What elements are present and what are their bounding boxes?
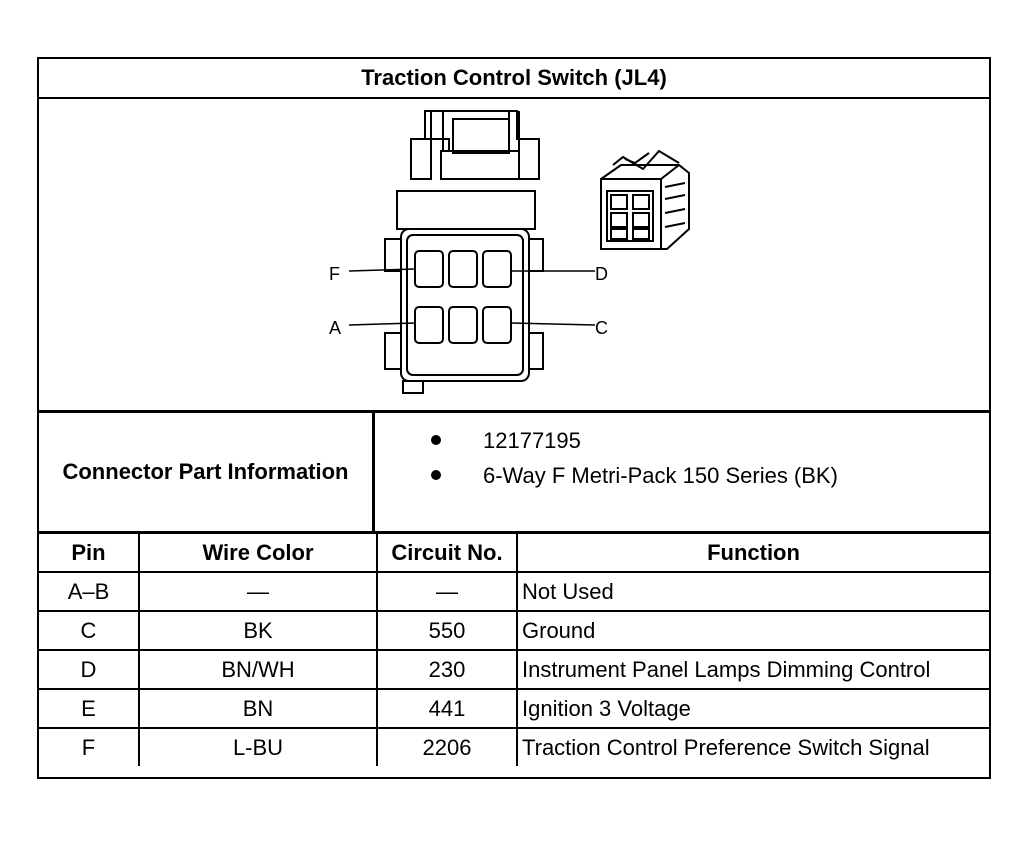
function-cell: Ignition 3 Voltage — [516, 688, 989, 729]
pin-cell: E — [39, 688, 140, 729]
connector-part-info-list: 12177195 6-Way F Metri-Pack 150 Series (… — [375, 423, 985, 493]
bullet-icon — [431, 435, 441, 445]
header-wire-color: Wire Color — [138, 534, 378, 573]
function-cell: Instrument Panel Lamps Dimming Control — [516, 649, 989, 690]
table-row: E BN 441 Ignition 3 Voltage — [39, 688, 989, 729]
circuit-cell: 2206 — [376, 727, 518, 766]
pin-cell: F — [39, 727, 140, 766]
pin-callout-lines — [348, 268, 596, 326]
table-row: F L-BU 2206 Traction Control Preference … — [39, 727, 989, 766]
pin-callout-f: F — [329, 264, 340, 284]
connector-type-item: 6-Way F Metri-Pack 150 Series (BK) — [375, 458, 985, 493]
table-row: D BN/WH 230 Instrument Panel Lamps Dimmi… — [39, 649, 989, 690]
connector-part-info-label: Connector Part Information — [39, 413, 375, 531]
header-pin: Pin — [39, 534, 140, 573]
connector-face-icon — [384, 110, 544, 394]
circuit-cell: 550 — [376, 610, 518, 651]
pin-cell: A–B — [39, 571, 140, 612]
wire-color-cell: BK — [138, 610, 378, 651]
circuit-cell: 441 — [376, 688, 518, 729]
wire-color-cell: — — [138, 571, 378, 612]
bullet-icon — [431, 470, 441, 480]
connector-part-info: Connector Part Information 12177195 6-Wa… — [39, 413, 989, 534]
pin-table: Pin Wire Color Circuit No. Function A–B … — [39, 534, 989, 766]
circuit-cell: — — [376, 571, 518, 612]
connector-isometric-icon — [600, 149, 690, 250]
wire-color-cell: BN/WH — [138, 649, 378, 690]
connector-type: 6-Way F Metri-Pack 150 Series (BK) — [483, 463, 838, 488]
pin-callout-c: C — [595, 318, 608, 338]
circuit-cell: 230 — [376, 649, 518, 690]
pin-cell: C — [39, 610, 140, 651]
header-circuit-no: Circuit No. — [376, 534, 518, 573]
pin-table-header: Pin Wire Color Circuit No. Function — [39, 534, 989, 573]
pin-callout-a: A — [329, 318, 341, 338]
pin-cell: D — [39, 649, 140, 690]
connector-drawing: F D A C — [329, 110, 690, 394]
pin-callout-d: D — [595, 264, 608, 284]
function-cell: Traction Control Preference Switch Signa… — [516, 727, 989, 766]
table-row: C BK 550 Ground — [39, 610, 989, 651]
table-row: A–B — — Not Used — [39, 571, 989, 612]
function-cell: Not Used — [516, 571, 989, 612]
header-function: Function — [516, 534, 989, 573]
part-number: 12177195 — [483, 428, 581, 453]
wire-color-cell: L-BU — [138, 727, 378, 766]
function-cell: Ground — [516, 610, 989, 651]
page-title: Traction Control Switch (JL4) — [39, 59, 989, 99]
connector-figure: F D A C — [39, 99, 989, 413]
part-number-item: 12177195 — [375, 423, 985, 458]
connector-sheet: Traction Control Switch (JL4) — [37, 57, 991, 779]
wire-color-cell: BN — [138, 688, 378, 729]
